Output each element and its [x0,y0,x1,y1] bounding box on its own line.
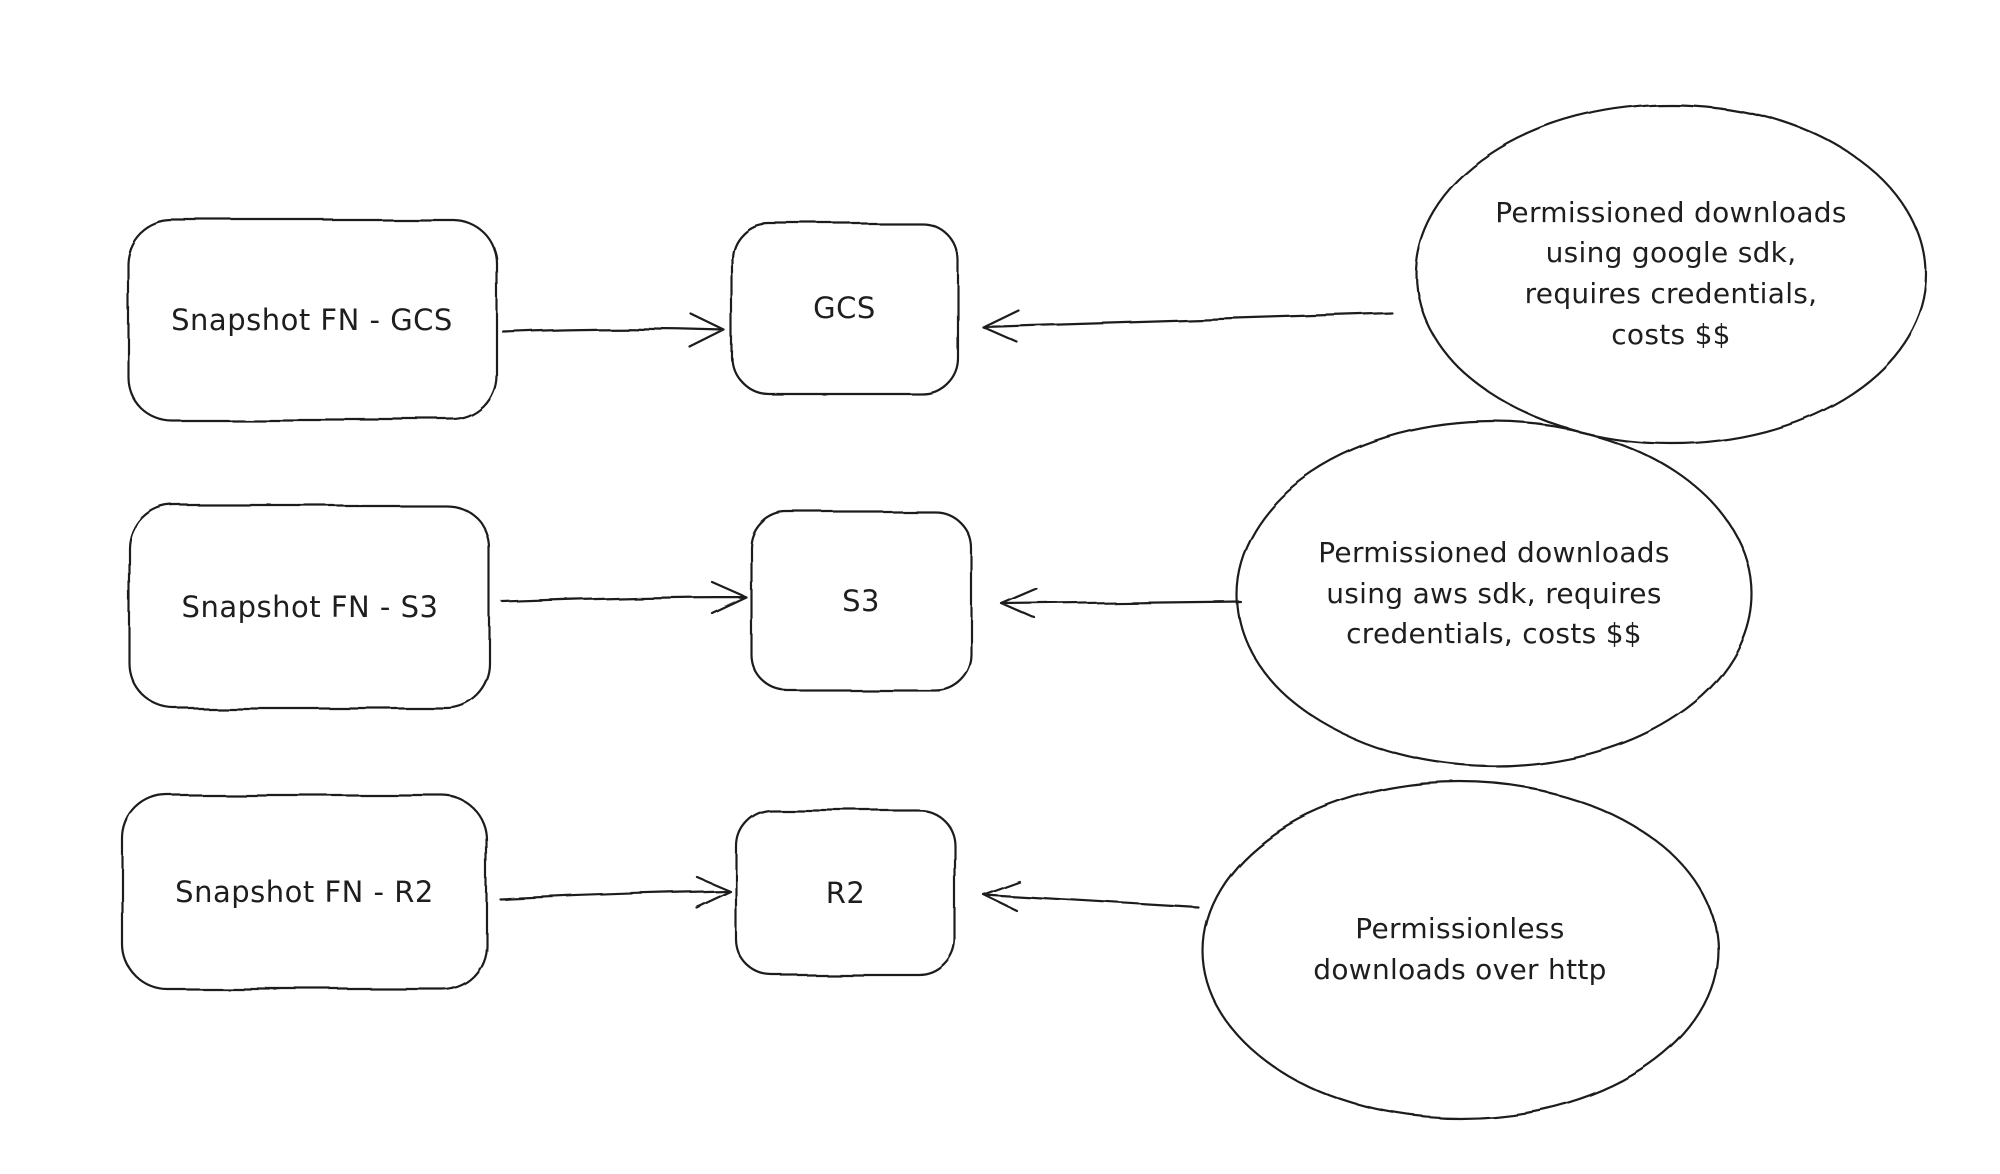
arrow-note-to-r2 [981,879,1200,912]
arrow-note-to-gcs [980,307,1394,343]
source-box-r2-shape [121,793,488,991]
arrow-snapshot-to-r2 [498,875,732,909]
arrow-note-to-s3 [1000,587,1242,621]
arrow-snapshot-to-gcs [501,313,727,350]
note-ellipse-r2-shape [1200,780,1720,1120]
target-box-r2-shape [734,808,957,977]
note-ellipse-gcs-shape [1414,103,1928,445]
note-ellipse-s3-shape [1234,420,1754,768]
target-box-s3-shape [749,510,973,692]
arrow-snapshot-to-s3 [501,580,748,615]
source-box-s3-shape [128,503,492,710]
target-box-gcs-shape [730,221,959,395]
source-box-gcs-shape [125,218,499,422]
